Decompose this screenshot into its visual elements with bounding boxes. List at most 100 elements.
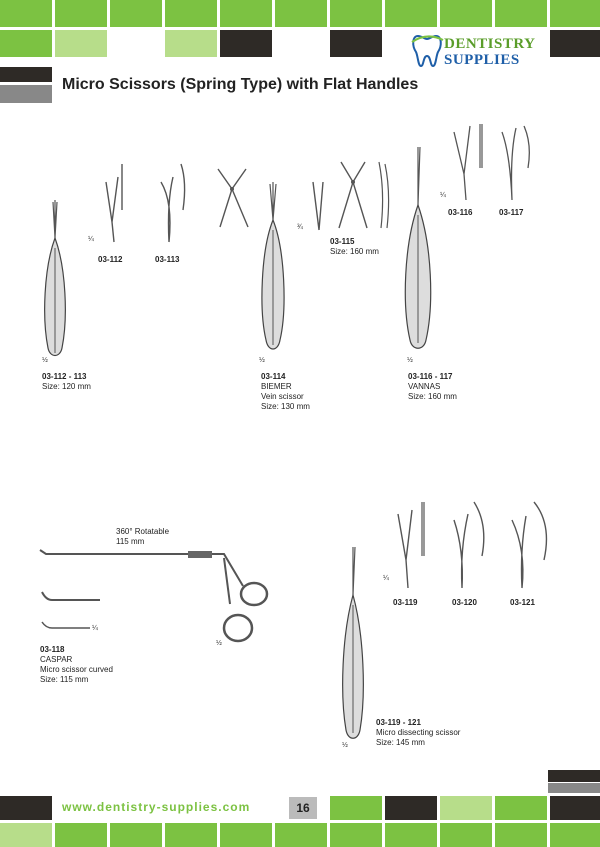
- brand-logo: DENTISTRY SUPPLIES: [410, 30, 545, 72]
- footer-tile: [548, 783, 600, 793]
- logo-line2: SUPPLIES: [444, 52, 520, 68]
- footer-tile: [165, 823, 217, 847]
- product-name: CASPAR: [40, 655, 73, 664]
- header-tile: [0, 0, 52, 27]
- product-size: Size: 130 mm: [261, 402, 310, 411]
- header-tile: [55, 0, 107, 27]
- footer-tile: [0, 823, 52, 847]
- header-tile: [385, 0, 437, 27]
- header-tile: [275, 0, 327, 27]
- scale-label: ¼: [92, 625, 98, 632]
- website-link[interactable]: www.dentistry-supplies.com: [62, 800, 251, 814]
- caspar-tip-illustration: [41, 591, 100, 629]
- scissor-detail-illustration: [217, 168, 249, 228]
- product-size: Size: 145 mm: [376, 738, 425, 747]
- product-code: 03-118: [40, 645, 65, 654]
- scissor-tip-illustration: [453, 124, 483, 201]
- header-tile: [550, 30, 600, 57]
- scissor-tip-illustration: [501, 125, 530, 201]
- tooth-icon: [411, 34, 444, 68]
- product-label: 03-114 BIEMER Vein scissor Size: 130 mm: [261, 372, 310, 412]
- footer-tile: [220, 823, 272, 847]
- scissor-illustration: [261, 182, 285, 350]
- product-name: BIEMER: [261, 382, 292, 391]
- product-label: 03-115 Size: 160 mm: [330, 237, 379, 257]
- product-code: 03-114: [261, 372, 286, 381]
- header-tile: [55, 30, 107, 57]
- product-code: 03-113: [155, 255, 180, 264]
- scale-label: ½: [42, 357, 48, 364]
- scale-label: ¼: [88, 236, 94, 243]
- scissor-tip-illustration: [105, 164, 123, 243]
- product-code: 03-119 - 121: [376, 718, 421, 727]
- footer-tile: [330, 823, 382, 847]
- product-desc: Micro scissor curved: [40, 665, 113, 674]
- scissor-illustration: [342, 546, 364, 739]
- footer-tile: [550, 823, 600, 847]
- product-label: 03-116 - 117 VANNAS Size: 160 mm: [408, 372, 457, 402]
- footer-tile: [330, 796, 382, 820]
- product-code: 03-116 - 117: [408, 372, 453, 381]
- product-size: Size: 120 mm: [42, 382, 91, 391]
- scale-label: ½: [259, 357, 265, 364]
- scale-label: ½: [342, 742, 348, 749]
- product-code: 03-119: [393, 598, 418, 607]
- header-tile: [165, 30, 217, 57]
- header-tile: [495, 0, 547, 27]
- title-accent: [0, 85, 52, 103]
- header-tile: [440, 0, 492, 27]
- footer-tile: [275, 823, 327, 847]
- product-code: 03-115: [330, 237, 355, 246]
- footer-tile: [0, 796, 52, 820]
- product-code: 03-112 - 113: [42, 372, 87, 381]
- product-code: 03-112: [98, 255, 123, 264]
- product-code: 03-117: [499, 208, 524, 217]
- product-label: 03-112 - 113 Size: 120 mm: [42, 372, 91, 392]
- scale-label: ¼: [383, 575, 389, 582]
- product-size: Size: 160 mm: [408, 392, 457, 401]
- product-desc: Micro dissecting scissor: [376, 728, 461, 737]
- scissor-tip-illustration: [397, 502, 425, 589]
- footer-tile: [440, 823, 492, 847]
- product-size: Size: 115 mm: [40, 675, 89, 684]
- scissor-detail-illustration: [312, 161, 390, 231]
- header-tile: [330, 30, 382, 57]
- footer-tile: [110, 823, 162, 847]
- footer-tile: [495, 823, 547, 847]
- product-code: 03-120: [452, 598, 477, 607]
- product-label: 03-118 CASPAR Micro scissor curved Size:…: [40, 645, 113, 685]
- rotation-note: 360° Rotatable 115 mm: [116, 527, 169, 547]
- footer-tile: [495, 796, 547, 820]
- footer-tile: [385, 796, 437, 820]
- rotation-note-line1: 360° Rotatable: [116, 527, 170, 536]
- scale-label: ¼: [440, 192, 446, 199]
- header-tile: [110, 0, 162, 27]
- caspar-illustration: [39, 549, 269, 643]
- product-code: 03-121: [510, 598, 535, 607]
- footer-tile: [55, 823, 107, 847]
- product-code: 03-116: [448, 208, 473, 217]
- product-size: Size: 160 mm: [330, 247, 379, 256]
- scissor-tip-illustration: [511, 501, 548, 589]
- footer-tile: [385, 823, 437, 847]
- scale-label: ½: [216, 640, 222, 647]
- logo-line1: DENTISTRY: [444, 36, 536, 52]
- scale-label: ¾: [297, 224, 303, 231]
- product-desc: Vein scissor: [261, 392, 304, 401]
- product-name: VANNAS: [408, 382, 441, 391]
- scissor-tip-illustration: [160, 163, 186, 243]
- scale-label: ½: [407, 357, 413, 364]
- rotation-note-line2: 115 mm: [116, 537, 145, 546]
- footer-tile: [548, 770, 600, 782]
- header-tile: [330, 0, 382, 27]
- product-label: 03-119 - 121 Micro dissecting scissor Si…: [376, 718, 460, 748]
- header-tile: [220, 30, 272, 57]
- header-tile: [220, 0, 272, 27]
- scissor-illustration: [404, 146, 432, 349]
- page-title: Micro Scissors (Spring Type) with Flat H…: [62, 76, 419, 93]
- scissor-tip-illustration: [453, 501, 485, 589]
- footer-tile: [440, 796, 492, 820]
- page-number: 16: [289, 797, 317, 819]
- header-tile: [550, 0, 600, 27]
- header-tile: [0, 30, 52, 57]
